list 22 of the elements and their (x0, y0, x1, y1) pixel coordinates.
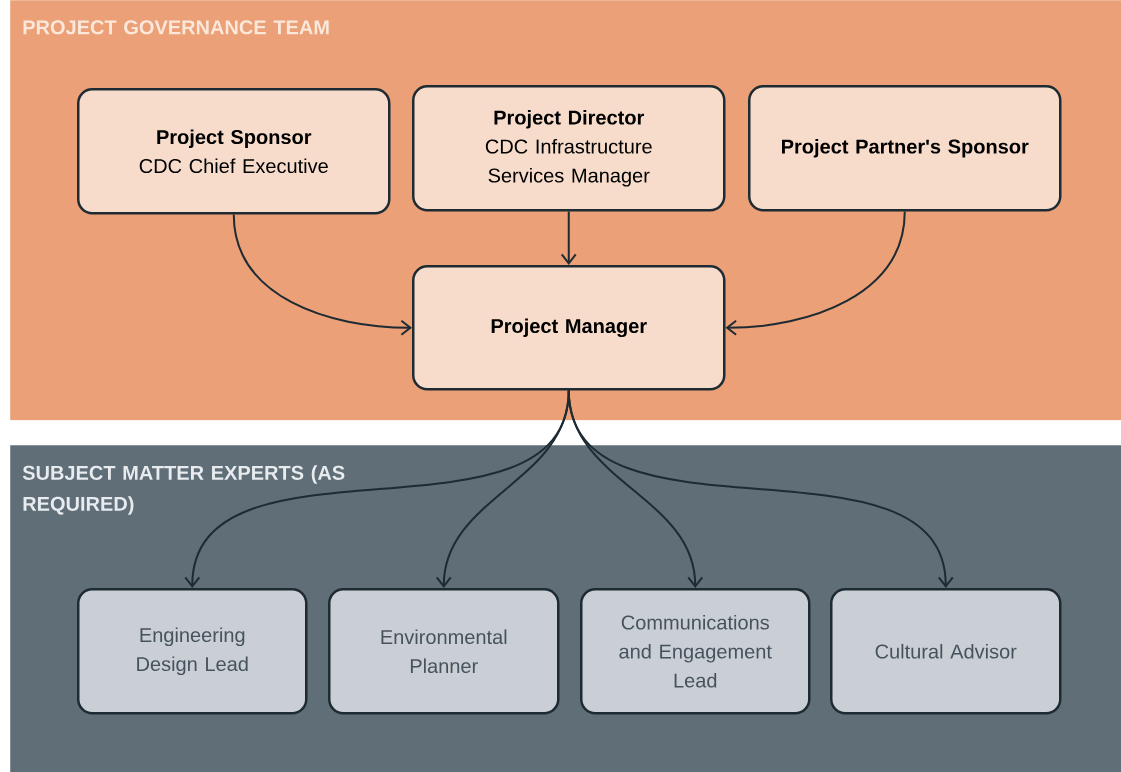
role-label: Engineering Design Lead (137, 627, 248, 676)
arrow (567, 389, 954, 588)
role-label: Project Director CDC Infrastructure Services Manager (485, 109, 652, 187)
role-box (748, 85, 1062, 212)
role-label: Project Partner's Sponsor (782, 138, 1029, 158)
role-label: Project Manager (491, 318, 647, 338)
arrow (232, 213, 412, 336)
role-box (328, 588, 560, 715)
arrow (725, 210, 906, 336)
role-box (77, 588, 308, 715)
role-box (830, 588, 1062, 715)
role-box (412, 265, 726, 391)
band-heading: PROJECT GOVERNANCE TEAM (23, 20, 329, 35)
role-box (412, 85, 726, 212)
role-label: Project Sponsor CDC Chief Executive (139, 129, 328, 174)
role-box (580, 588, 811, 715)
role-label: Cultural Advisor (875, 643, 1017, 659)
role-label: Environmental Planner (381, 629, 507, 674)
band-heading: SUBJECT MATTER EXPERTS (AS REQUIRED) (22, 465, 345, 515)
arrow (560, 210, 577, 265)
role-box (77, 88, 391, 215)
role-label: Communications and Engagement Lead (619, 614, 772, 688)
